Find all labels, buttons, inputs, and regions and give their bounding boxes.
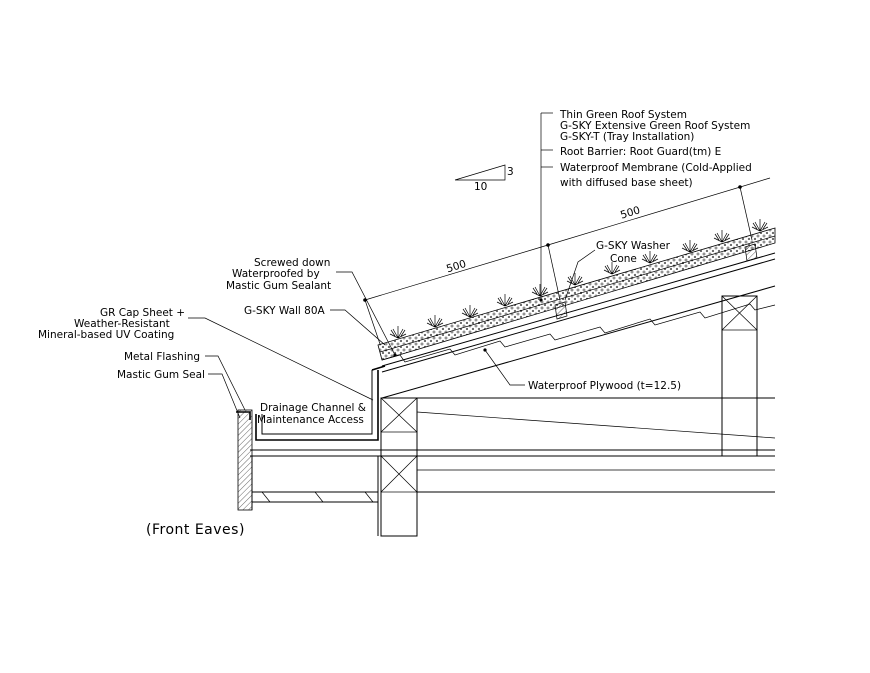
annotations: Thin Green Roof System G-SKY Extensive G… bbox=[38, 109, 752, 538]
plant-icon bbox=[426, 314, 444, 328]
drawing-title: (Front Eaves) bbox=[146, 522, 245, 538]
callout-plywood: Waterproof Plywood (t=12.5) bbox=[528, 380, 681, 392]
slope-rise-label: 3 bbox=[507, 166, 514, 178]
callout-cap-2: Weather-Resistant bbox=[74, 318, 170, 330]
callout-cap-3: Mineral-based UV Coating bbox=[38, 329, 174, 341]
right-post bbox=[721, 295, 758, 457]
callout-system-1: Thin Green Roof System bbox=[559, 109, 687, 121]
roof-structure bbox=[250, 218, 776, 537]
waterproof-plywood bbox=[381, 258, 776, 373]
washer-cone bbox=[554, 301, 568, 320]
slope-indicator: 3 10 bbox=[454, 164, 514, 193]
eaves-gutter bbox=[236, 365, 386, 536]
callout-screwed-3: Mastic Gum Sealant bbox=[226, 280, 331, 292]
washer-cone bbox=[744, 243, 758, 262]
waterproof-membrane bbox=[381, 252, 776, 367]
plant-icon bbox=[713, 229, 731, 243]
callout-washer-1: G-SKY Washer bbox=[596, 240, 671, 252]
outer-wall bbox=[237, 409, 253, 511]
callout-washer-2: Cone bbox=[610, 253, 637, 265]
callout-cap-1: GR Cap Sheet + bbox=[100, 307, 185, 319]
plant-icon bbox=[751, 218, 769, 232]
plant-icon bbox=[496, 293, 514, 307]
callout-wall: G-SKY Wall 80A bbox=[244, 305, 326, 317]
slope-run-label: 10 bbox=[474, 181, 487, 193]
plant-icon bbox=[641, 250, 659, 264]
plant-icon bbox=[531, 283, 549, 297]
tray-profile bbox=[381, 303, 776, 363]
plant-icon bbox=[461, 304, 479, 318]
left-post bbox=[380, 397, 418, 537]
plant-icon bbox=[681, 239, 699, 253]
callout-flashing: Metal Flashing bbox=[124, 351, 200, 363]
plant-icon bbox=[566, 272, 584, 286]
leader-lines bbox=[188, 112, 596, 419]
callout-membrane-1: Waterproof Membrane (Cold-Applied bbox=[560, 162, 752, 174]
dimension-upper: 500 bbox=[619, 204, 642, 221]
plant-icon bbox=[389, 325, 407, 339]
callout-screwed-1: Screwed down bbox=[254, 257, 330, 269]
callout-root-barrier: Root Barrier: Root Guard(tm) E bbox=[560, 146, 721, 158]
callout-screwed-2: Waterproofed by bbox=[232, 268, 320, 280]
callout-system-2: G-SKY Extensive Green Roof System bbox=[560, 120, 750, 132]
callout-membrane-2: with diffused base sheet) bbox=[560, 177, 693, 189]
callout-mastic: Mastic Gum Seal bbox=[117, 369, 205, 381]
callout-drainage-2: Maintenance Access bbox=[257, 414, 364, 426]
callout-system-3: G-SKY-T (Tray Installation) bbox=[560, 131, 694, 143]
callout-drainage-1: Drainage Channel & bbox=[260, 402, 366, 414]
dimension-lower: 500 bbox=[445, 258, 468, 275]
